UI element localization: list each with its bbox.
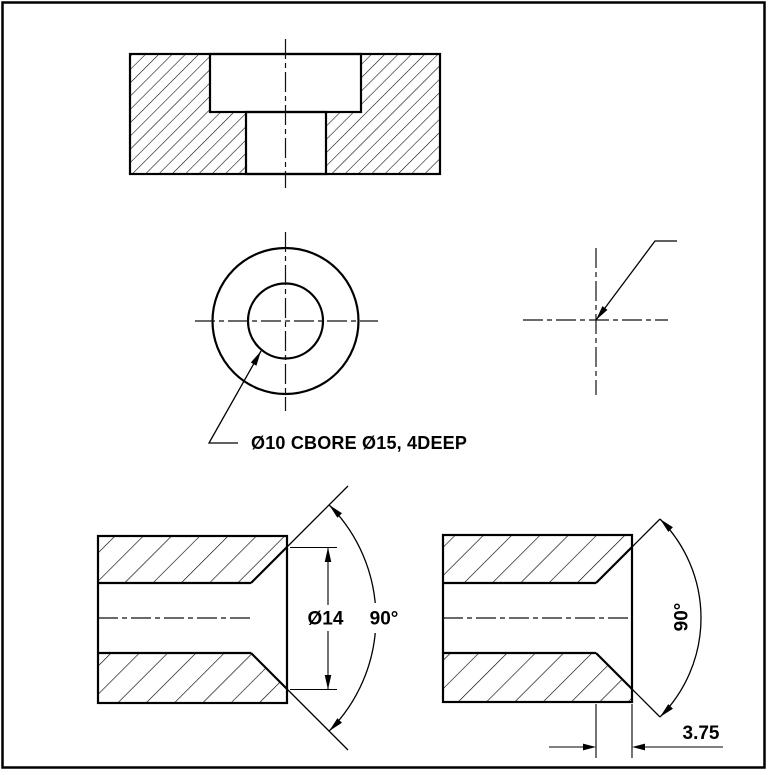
- angle-extension-lines: [631, 518, 661, 718]
- angle-dim-arc: [659, 518, 702, 718]
- hole-lines: [98, 581, 251, 655]
- dim-extension-lines: [595, 704, 633, 758]
- dim-arrowhead-left: [632, 743, 645, 751]
- countersink-chamfer-lines: [250, 546, 288, 690]
- dim-arrowhead-right: [583, 743, 596, 751]
- angle-text-mask: [361, 603, 407, 633]
- countersink-depth-label: 3.75: [683, 723, 720, 744]
- hatch-region: [130, 54, 440, 174]
- hatch-region: [98, 536, 287, 703]
- angle-extension-lines: [286, 485, 349, 751]
- hatch-region: [443, 535, 632, 702]
- plan-view-circles: Ø10 CBORE Ø15, 4DEEP: [195, 232, 467, 453]
- cbore-callout-label: Ø10 CBORE Ø15, 4DEEP: [251, 433, 467, 453]
- dim-arrowhead-down: [324, 675, 332, 690]
- hole-lines: [443, 581, 596, 655]
- leader-arrowhead: [596, 306, 608, 320]
- countersink-diameter-label: Ø14: [308, 609, 344, 630]
- countersink-view-right: 90° 3.75: [441, 518, 723, 758]
- dim-arrowhead-up: [324, 547, 332, 562]
- dim-text-mask: [301, 605, 351, 631]
- block-outline: [96, 534, 289, 705]
- countersink-angle-label: 90°: [370, 609, 399, 630]
- leader-line: [207, 350, 262, 444]
- leader-line: [595, 240, 677, 321]
- arc-arrowhead-top: [329, 504, 342, 518]
- countersink-view-left: Ø14 90°: [96, 485, 407, 751]
- arc-arrowhead-top: [660, 519, 673, 532]
- dim-extension-lines: [290, 546, 337, 691]
- countersink-angle-label: 90°: [672, 603, 693, 632]
- countersink-chamfer-lines: [595, 546, 633, 690]
- arc-arrowhead-bottom: [329, 718, 342, 732]
- section-view-counterbore: [128, 39, 442, 188]
- arc-arrowhead-bottom: [660, 704, 673, 717]
- surface-leader-symbol: [523, 240, 677, 395]
- leader-arrowhead: [250, 351, 261, 366]
